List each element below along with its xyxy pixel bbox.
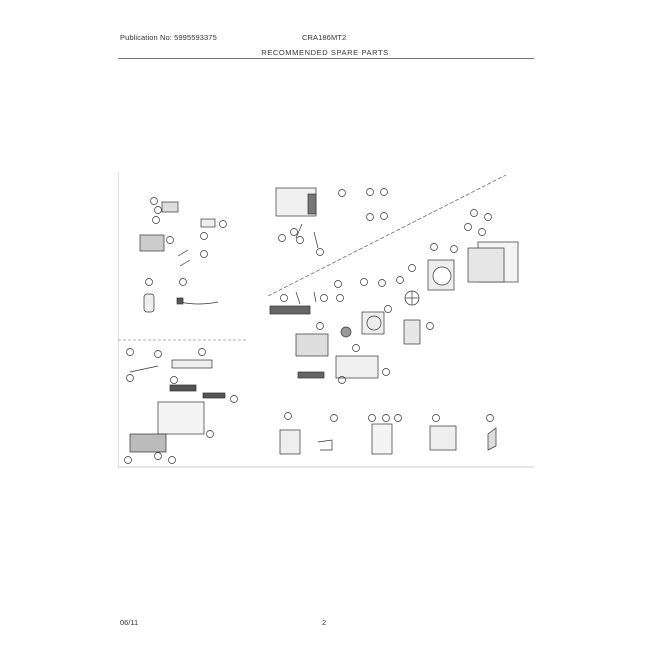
capacitor-cord-group: [143, 278, 219, 313]
spare-parts-diagram: [118, 172, 534, 468]
cabinet-group: [396, 209, 519, 291]
control-board-group: [269, 280, 390, 384]
header-rule: [118, 58, 534, 59]
front-panel-group: [275, 187, 388, 256]
page-number: 2: [322, 618, 327, 627]
publication-number: Publication No: 5995593375: [120, 33, 217, 42]
front-grille-group: [124, 348, 238, 464]
page-title: RECOMMENDED SPARE PARTS: [261, 48, 389, 57]
model-number: CRA186MT2: [302, 33, 347, 42]
thermostat-group: [139, 197, 227, 267]
bottom-parts-group: [279, 412, 497, 455]
footer-date: 06/11: [120, 618, 139, 627]
fan-motor-group: [340, 278, 434, 345]
